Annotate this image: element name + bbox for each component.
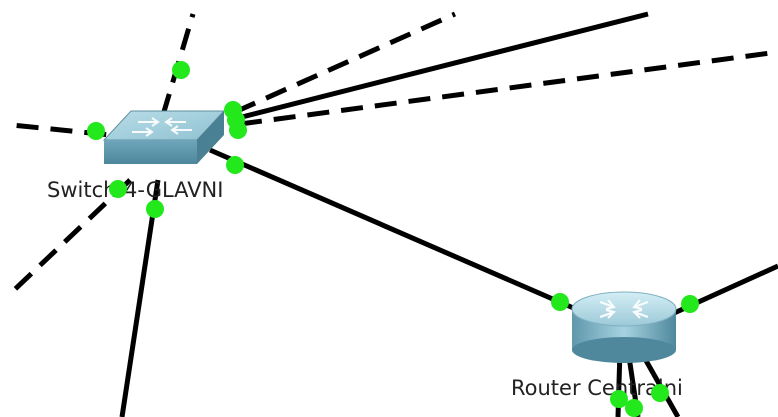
port-dot (226, 156, 244, 174)
link-dashed-right[interactable] (239, 49, 778, 127)
port-dot (229, 121, 247, 139)
switch-icon[interactable] (102, 110, 226, 164)
port-dot (625, 399, 643, 417)
link-solid-switch-router[interactable] (209, 147, 579, 313)
port-dot (651, 384, 669, 402)
port-dot (109, 180, 127, 198)
switch-label: Switch-4-GLAVNI (47, 178, 223, 202)
port-dot (610, 390, 628, 408)
port-dot (551, 293, 569, 311)
router-icon[interactable] (571, 291, 677, 363)
port-dot (172, 61, 190, 79)
port-dot (681, 295, 699, 313)
port-dot (146, 200, 164, 218)
solid-links[interactable] (119, 11, 778, 417)
link-dashed-downleft[interactable] (10, 178, 132, 294)
port-status-dots (87, 61, 699, 417)
port-dot (87, 122, 105, 140)
link-solid-down[interactable] (119, 179, 161, 417)
link-solid-upright[interactable] (237, 11, 649, 121)
switch-device[interactable]: Switch-4-GLAVNI (47, 110, 226, 202)
link-dashed-upright[interactable] (233, 11, 457, 115)
router-device[interactable]: Router Centralni (511, 291, 683, 400)
